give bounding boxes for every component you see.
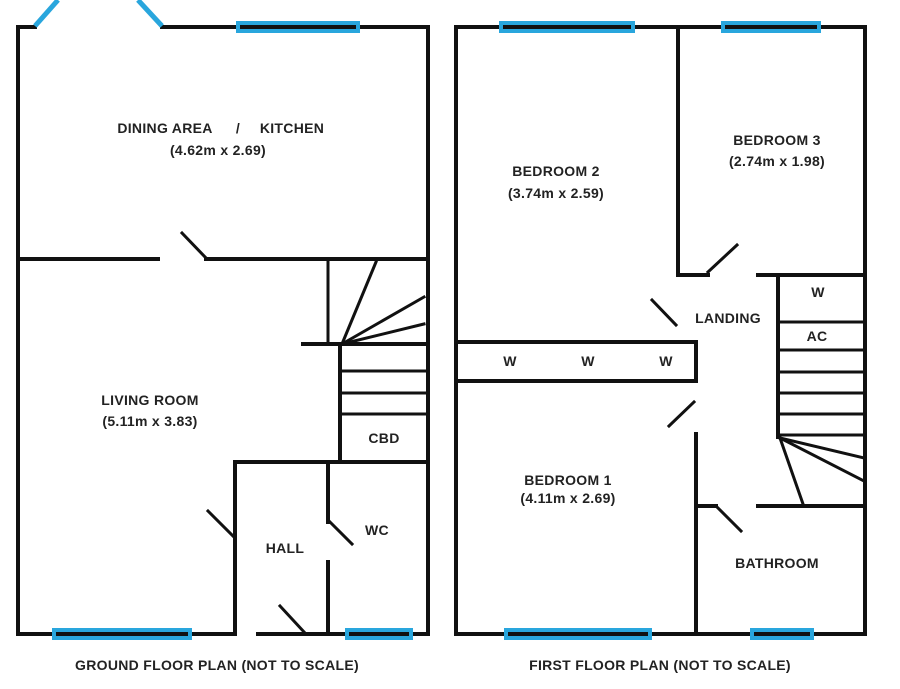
ground-floor-doors (179, 230, 355, 636)
dining-separator: / (236, 120, 240, 136)
bedroom1-size: (4.11m x 2.69) (520, 490, 615, 506)
ground-floor-staircase (338, 260, 430, 395)
first-floor-outer-walls (454, 25, 867, 636)
wc-window (345, 628, 413, 640)
wardrobe-label-1: W (503, 353, 517, 369)
bedroom3-label: BEDROOM 3 (733, 132, 821, 148)
landing-label: LANDING (695, 310, 761, 326)
ground-floor-caption: GROUND FLOOR PLAN (NOT TO SCALE) (75, 657, 359, 673)
airing-cupboard-label: AC (807, 328, 828, 344)
cbd-label: CBD (368, 430, 399, 446)
bedroom2-window (499, 21, 635, 33)
wardrobe-label-4: W (811, 284, 825, 300)
bedroom2-label: BEDROOM 2 (512, 163, 600, 179)
first-floor-plan: BEDROOM 2 (3.74m x 2.59) BEDROOM 3 (2.74… (454, 21, 867, 673)
ground-floor-plan: DINING AREA / KITCHEN (4.62m x 2.69) LIV… (16, 0, 430, 673)
bedroom1-label: BEDROOM 1 (524, 472, 612, 488)
bathroom-window (750, 628, 814, 640)
living-room-label: LIVING ROOM (101, 392, 198, 408)
bedroom3-window (721, 21, 821, 33)
wardrobe-label-3: W (659, 353, 673, 369)
living-room-size: (5.11m x 3.83) (102, 413, 197, 429)
first-floor-interior-walls (454, 25, 867, 636)
wardrobe-label-2: W (581, 353, 595, 369)
dining-kitchen-size: (4.62m x 2.69) (170, 142, 266, 158)
bathroom-label: BATHROOM (735, 555, 819, 571)
ground-floor-interior-walls (16, 257, 430, 636)
dining-room-label: DINING AREA (117, 120, 212, 136)
bedroom1-window (504, 628, 652, 640)
wc-label: WC (365, 522, 389, 538)
ground-top-window (236, 21, 360, 33)
dining-french-doors (33, 0, 164, 28)
bedroom2-size: (3.74m x 2.59) (508, 185, 604, 201)
first-floor-doors (649, 242, 744, 534)
first-floor-caption: FIRST FLOOR PLAN (NOT TO SCALE) (529, 657, 791, 673)
kitchen-label: KITCHEN (260, 120, 324, 136)
bedroom3-size: (2.74m x 1.98) (729, 153, 825, 169)
living-room-window (52, 628, 192, 640)
first-floor-staircase (777, 435, 867, 506)
hall-label: HALL (266, 540, 305, 556)
